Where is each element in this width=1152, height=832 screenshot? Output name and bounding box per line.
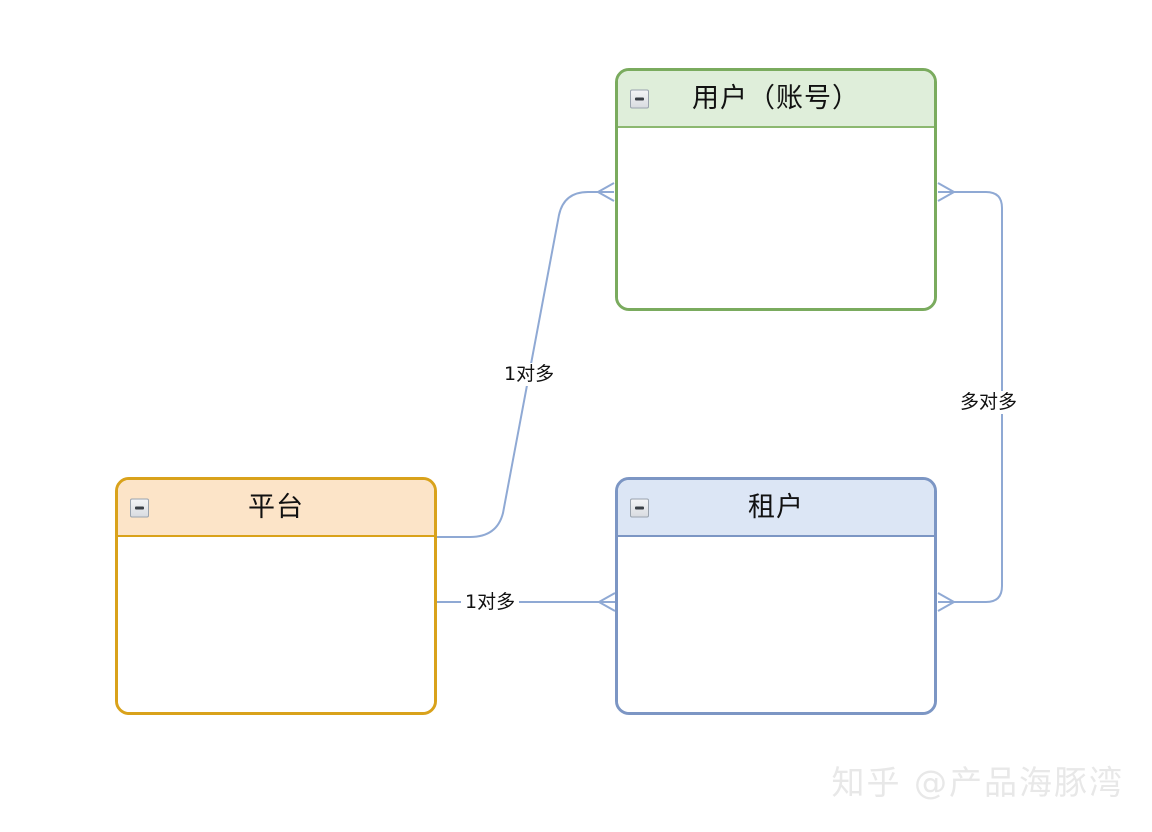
entity-platform-header: 平台	[118, 480, 434, 537]
minus-square-icon[interactable]	[630, 498, 649, 517]
minus-square-icon[interactable]	[130, 498, 149, 517]
entity-platform-title: 平台	[248, 492, 304, 523]
entity-user-body	[618, 128, 934, 308]
entity-platform-body	[118, 537, 434, 712]
edge-label-user-tenant: 多对多	[956, 391, 1022, 414]
entity-tenant[interactable]: 租户	[615, 477, 937, 715]
entity-user-title: 用户（账号）	[692, 83, 860, 114]
entity-platform[interactable]: 平台	[115, 477, 437, 715]
entity-tenant-header: 租户	[618, 480, 934, 537]
edge-label-platform-tenant: 1对多	[461, 591, 520, 614]
entity-tenant-body	[618, 537, 934, 712]
entity-tenant-title: 租户	[748, 492, 804, 523]
edge-label-platform-user: 1对多	[500, 363, 559, 386]
entity-user[interactable]: 用户（账号）	[615, 68, 937, 311]
watermark: 知乎 @产品海豚湾	[831, 763, 1124, 802]
entity-user-header: 用户（账号）	[618, 71, 934, 128]
edge-platform-user[interactable]	[437, 182, 615, 538]
minus-square-icon[interactable]	[630, 89, 649, 108]
